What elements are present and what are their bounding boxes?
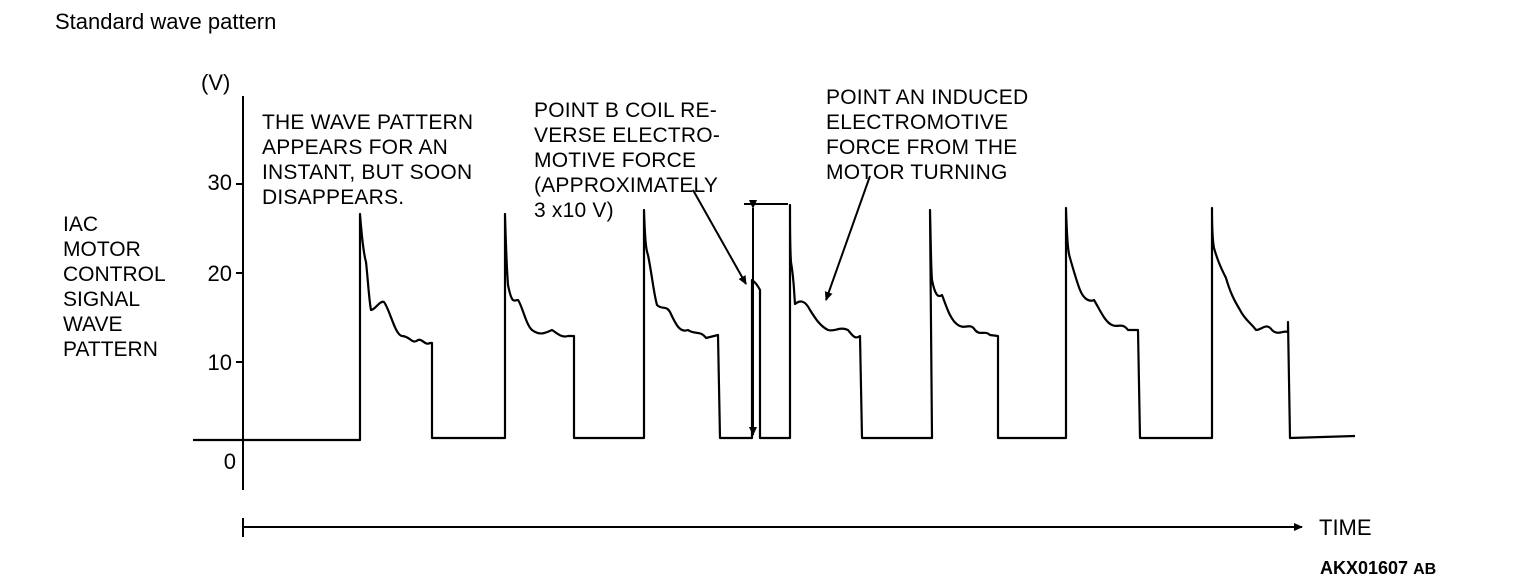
- annotation-line: DISAPPEARS.: [262, 186, 405, 209]
- annotation-line: APPEARS FOR AN: [262, 136, 449, 159]
- figure-code-main: AKX01607: [1320, 558, 1409, 578]
- annotation-line: FORCE FROM THE: [826, 136, 1018, 159]
- point-a-leader: [824, 175, 871, 301]
- annotation-line: MOTIVE FORCE: [534, 149, 697, 172]
- annotation-line: MOTOR TURNING: [826, 161, 1008, 184]
- annotation-line: ELECTROMOTIVE: [826, 111, 1009, 134]
- signal-label-line: IAC: [63, 213, 99, 236]
- annotation-line: 3 x10 V): [534, 199, 614, 222]
- waveform-trace: [193, 203, 1356, 442]
- annotation-line: THE WAVE PATTERN: [262, 111, 474, 134]
- signal-label-line: WAVE: [63, 313, 123, 336]
- annotation-line: (APPROXIMATELY: [534, 174, 719, 197]
- y-tick-20: 20: [207, 261, 232, 286]
- annotation-line: INSTANT, BUT SOON: [262, 161, 473, 184]
- signal-label-line: SIGNAL: [63, 288, 141, 311]
- signal-label-line: CONTROL: [63, 263, 166, 286]
- x-axis-time-label: TIME: [1319, 515, 1372, 540]
- annotation-line: POINT B COIL RE-: [534, 99, 717, 122]
- y-tick-30: 30: [207, 170, 232, 195]
- figure-code-suffix: AB: [1413, 561, 1437, 578]
- iac-waveform: [193, 203, 1356, 442]
- figure-code: AKX01607 AB: [1320, 558, 1436, 579]
- signal-label-line: MOTOR: [63, 238, 141, 261]
- signal-label: IAC MOTOR CONTROL SIGNAL WAVE PATTERN: [63, 212, 166, 362]
- annotation-point-b: POINT B COIL RE- VERSE ELECTRO- MOTIVE F…: [534, 98, 720, 223]
- annotation-wave-pattern-note: THE WAVE PATTERN APPEARS FOR AN INSTANT,…: [262, 110, 473, 210]
- figure-title: Standard wave pattern: [55, 9, 277, 34]
- y-tick-0: 0: [223, 449, 236, 474]
- annotation-line: VERSE ELECTRO-: [534, 124, 721, 147]
- y-tick-10: 10: [207, 350, 232, 375]
- y-axis-unit-label: (V): [201, 70, 231, 95]
- signal-label-line: PATTERN: [63, 338, 158, 361]
- annotation-point-a: POINT AN INDUCED ELECTROMOTIVE FORCE FRO…: [826, 85, 1028, 185]
- annotation-line: POINT AN INDUCED: [826, 86, 1029, 109]
- point-b-leader: [692, 189, 747, 285]
